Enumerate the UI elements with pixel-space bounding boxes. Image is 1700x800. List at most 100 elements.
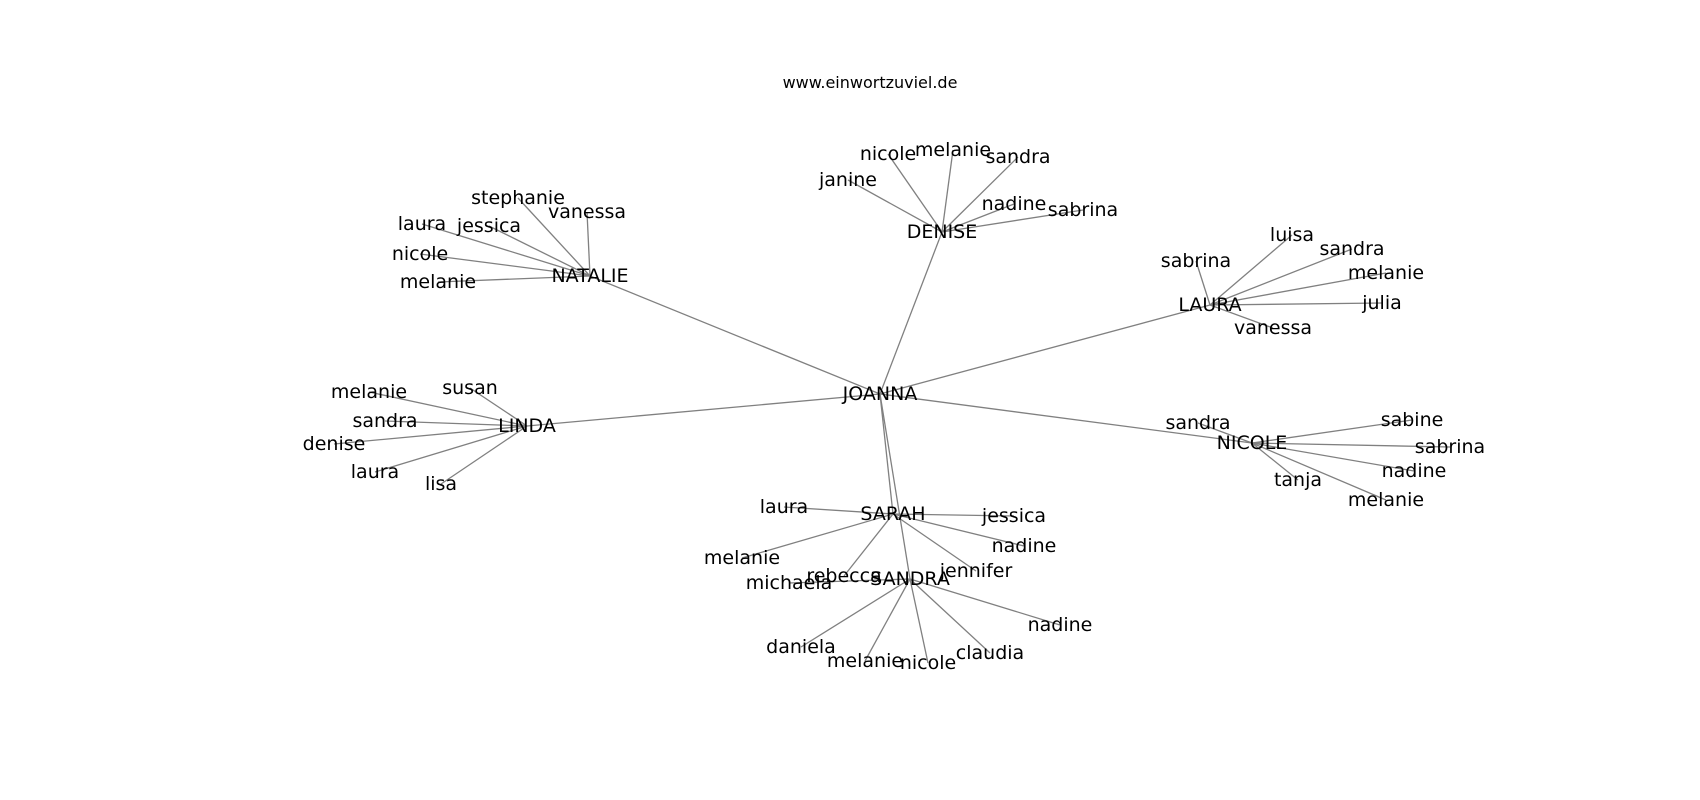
edge-center-to-hub [879,393,1253,444]
leaf-node-label: nadine [1382,460,1447,482]
leaf-node-label: nadine [982,193,1047,215]
hub-node-label: NATALIE [551,265,628,287]
leaf-node-label: tanja [1274,469,1322,491]
leaf-node-label: melanie [704,547,780,569]
edge-hub-to-leaf [469,387,528,427]
edge-hub-to-leaf [941,203,1015,233]
leaf-node-label: melanie [915,139,991,161]
edge-hub-to-leaf [892,513,1015,517]
leaf-node-label: stephanie [471,187,565,209]
leaf-node-label: susan [442,377,498,399]
edge-hub-to-leaf [909,578,929,664]
leaf-node-label: lisa [425,473,457,495]
leaf-node-label: nicole [392,243,448,265]
edge-hub-to-leaf [1251,442,1451,448]
edge-hub-to-leaf [941,209,1084,233]
edge-hub-to-leaf [783,506,894,515]
edge-hub-to-leaf [440,425,528,485]
edge-hub-to-leaf [374,425,528,473]
leaf-node-label: jennifer [939,560,1013,582]
leaf-node-label: vanessa [548,201,626,223]
leaf-node-label: nicole [860,143,916,165]
edge-hub-to-leaf [333,425,528,445]
leaf-node-label: sandra [1319,238,1384,260]
leaf-node-label: sandra [1165,412,1230,434]
leaf-node-label: melanie [827,650,903,672]
leaf-node-label: janine [818,169,877,191]
edge-hub-to-leaf [800,578,911,648]
leaf-node-label: laura [351,461,399,483]
edge-center-to-hub [879,304,1211,395]
edge-hub-to-leaf [941,149,954,233]
edge-hub-to-leaf [586,211,591,277]
site-title: www.einwortzuviel.de [783,73,958,92]
edge-hub-to-leaf [517,197,591,277]
leaf-node-label: michaela [746,572,833,594]
edge-center-to-hub [879,393,911,580]
edge-hub-to-leaf [1195,260,1211,306]
hub-node-label: NICOLE [1217,432,1288,454]
edge-hub-to-leaf [368,391,528,427]
leaf-node-label: laura [398,213,446,235]
leaf-node-label: melanie [1348,489,1424,511]
leaf-node-label: nadine [1028,614,1093,636]
leaf-node-label: rebecca [806,565,881,587]
edge-hub-to-leaf [941,156,1019,233]
edge-hub-to-leaf [909,578,991,654]
edge-hub-to-leaf [864,578,911,662]
hub-node-label: DENISE [907,221,978,243]
leaf-node-label: sandra [352,410,417,432]
leaf-node-label: melanie [331,381,407,403]
leaf-node-label: jessica [456,215,521,237]
leaf-node-label: sabine [1381,409,1444,431]
leaf-node-label: melanie [400,271,476,293]
edge-hub-to-leaf [1209,272,1387,306]
edge-hub-to-leaf [1197,422,1253,444]
leaf-node-label: sabrina [1048,199,1118,221]
leaf-node-label: melanie [1348,262,1424,284]
edge-center-to-hub [589,275,881,395]
leaf-node-label: sandra [985,146,1050,168]
edge-hub-to-leaf [892,513,1025,547]
graph-edges [333,149,1451,664]
edge-hub-to-leaf [384,420,528,427]
edge-hub-to-leaf [419,253,591,277]
graph-labels: www.einwortzuviel.de JOANNA NATALIE stepha… [303,73,1486,674]
edge-center-to-hub [879,393,894,515]
leaf-node-label: vanessa [1234,317,1312,339]
edge-hub-to-leaf [1209,302,1383,306]
leaf-node-label: nicole [900,652,956,674]
leaf-node-label: claudia [956,642,1024,664]
center-node-label: JOANNA [842,383,918,405]
edge-hub-to-leaf [421,223,591,277]
leaf-node-label: julia [1361,292,1402,314]
leaf-node-label: denise [303,433,366,455]
edge-hub-to-leaf [909,578,1061,626]
edge-hub-to-leaf [887,153,943,233]
leaf-node-label: luisa [1270,224,1314,246]
leaf-node-label: laura [760,496,808,518]
hub-node-label: SANDRA [870,568,950,590]
edge-hub-to-leaf [1251,442,1387,501]
hub-node-label: SARAH [860,503,925,525]
edge-hub-to-leaf [1209,248,1353,306]
leaf-node-label: daniela [766,636,836,658]
edge-hub-to-leaf [847,179,943,233]
edge-hub-to-leaf [1209,234,1293,306]
edge-hub-to-leaf [1251,442,1299,481]
leaf-node-label: nadine [992,535,1057,557]
leaf-node-label: jessica [981,505,1046,527]
edge-hub-to-leaf [437,275,591,283]
leaf-node-label: sabrina [1415,436,1485,458]
leaf-node-label: sabrina [1161,250,1231,272]
edge-hub-to-leaf [892,513,977,572]
edge-hub-to-leaf [488,225,591,277]
hub-node-label: LAURA [1178,294,1241,316]
edge-hub-to-leaf [741,513,894,559]
edge-hub-to-leaf [788,578,911,584]
edge-hub-to-leaf [1209,304,1274,329]
edge-center-to-hub [526,393,881,427]
edge-center-to-hub [879,231,943,395]
edge-hub-to-leaf [1251,419,1413,444]
hub-node-label: LINDA [498,415,556,437]
